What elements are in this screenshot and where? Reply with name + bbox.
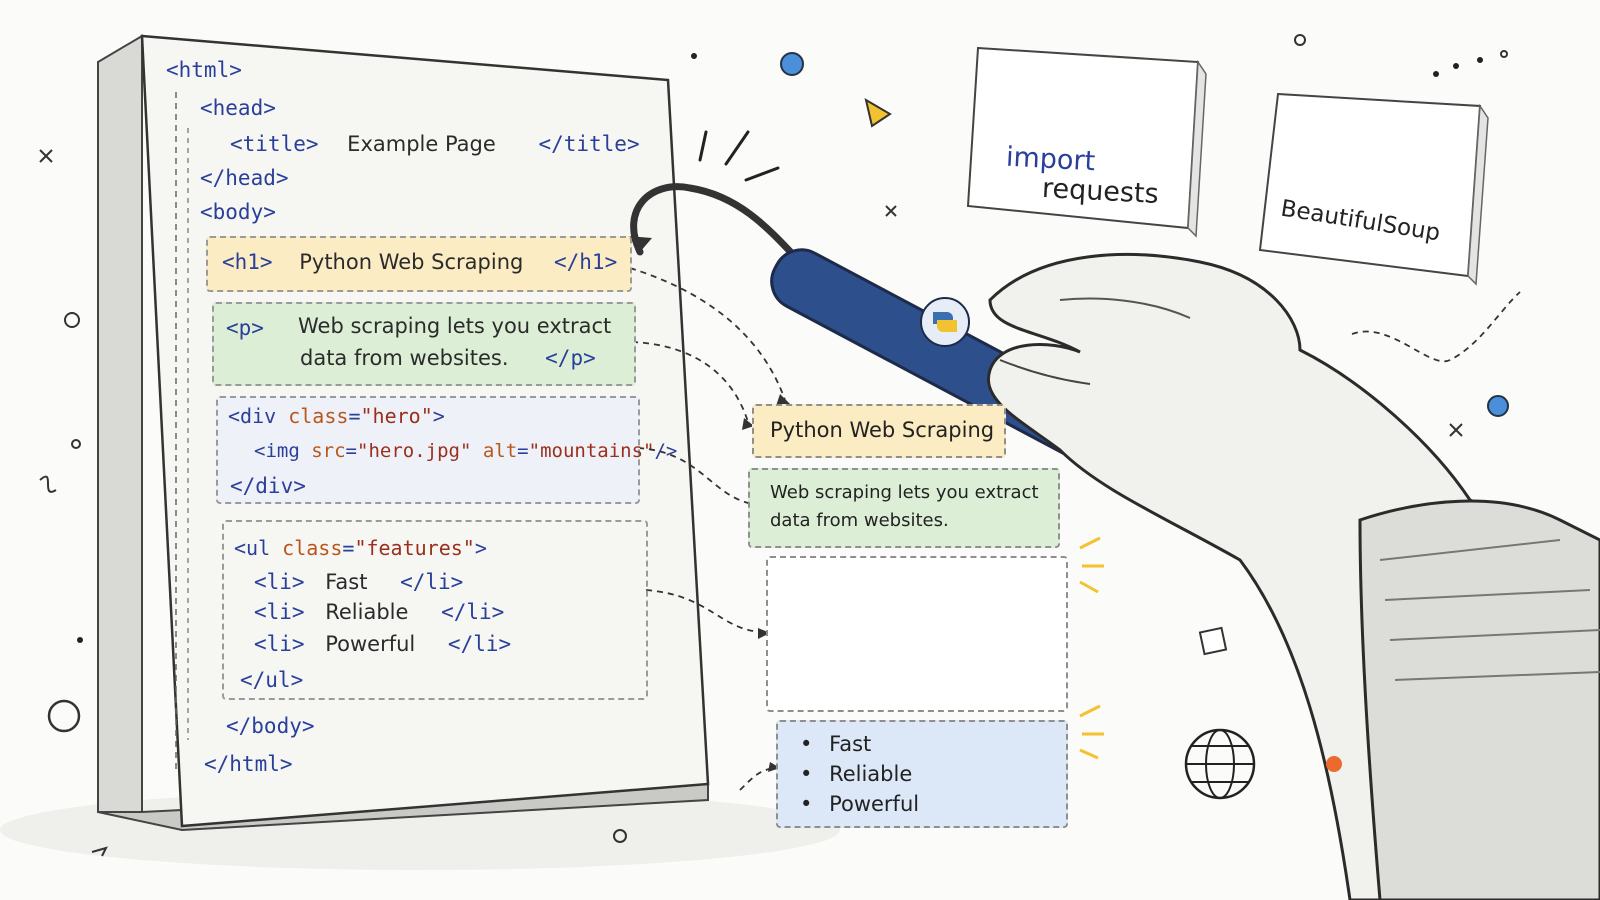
code-html-close: </html> xyxy=(204,752,293,776)
beautifulsoup-note-paper xyxy=(1258,92,1489,286)
extracted-heading-card: Python Web Scraping xyxy=(752,404,1006,458)
beautifulsoup-note: BeautifulSoup xyxy=(1258,92,1489,286)
code-html-open: <html> xyxy=(166,58,242,82)
extracted-paragraph-card: Web scraping lets you extract data from … xyxy=(748,468,1060,548)
code-ul-open: <ul class="features"> xyxy=(234,536,487,560)
code-body-close: </body> xyxy=(226,714,315,738)
extracted-paragraph-line-2: data from websites. xyxy=(770,510,949,531)
code-p-text-1: Web scraping lets you extract xyxy=(298,314,612,338)
extracted-list-card: • Fast • Reliable • Powerful xyxy=(776,720,1068,828)
code-body-open: <body> xyxy=(200,200,276,224)
p-highlight xyxy=(212,302,636,386)
div-highlight xyxy=(216,396,640,504)
requests-note: import requests xyxy=(966,44,1207,238)
code-h1-line: <h1> Python Web Scraping </h1> xyxy=(222,250,618,274)
code-div-close: </div> xyxy=(230,474,306,498)
extracted-heading-text: Python Web Scraping xyxy=(770,418,995,442)
requests-note-requests: requests xyxy=(1041,172,1160,211)
globe-icon xyxy=(1184,728,1256,800)
code-img-line: <img src="hero.jpg" alt="mountains"/> xyxy=(254,440,678,462)
code-li-1: <li> Reliable </li> xyxy=(254,600,505,624)
code-div-open: <div class="hero"> xyxy=(228,404,445,428)
requests-note-paper xyxy=(966,46,1207,238)
code-li-0: <li> Fast </li> xyxy=(254,570,464,594)
document-side xyxy=(97,34,143,813)
ul-highlight xyxy=(222,520,648,700)
code-p-open: <p> xyxy=(226,316,264,340)
code-li-2: <li> Powerful </li> xyxy=(254,632,512,656)
code-p-text-2: data from websites. </p> xyxy=(300,346,596,370)
code-head-close: </head> xyxy=(200,166,289,190)
extraction-arrows xyxy=(629,267,1521,791)
extracted-paragraph-line-1: Web scraping lets you extract xyxy=(770,482,1039,503)
extracted-list-item: • Fast xyxy=(800,732,872,756)
extracted-list-item: • Powerful xyxy=(800,792,920,816)
decorative-doodles xyxy=(39,34,1509,857)
requests-note-import: import xyxy=(1005,141,1096,178)
code-title-line: <title> Example Page </title> xyxy=(230,132,640,156)
extracted-image-card xyxy=(766,556,1068,712)
code-head-open: <head> xyxy=(200,96,276,120)
hand-sketch xyxy=(987,253,1600,900)
code-ul-close: </ul> xyxy=(240,668,304,692)
h1-highlight xyxy=(206,236,632,292)
extracted-list-item: • Reliable xyxy=(800,762,913,786)
